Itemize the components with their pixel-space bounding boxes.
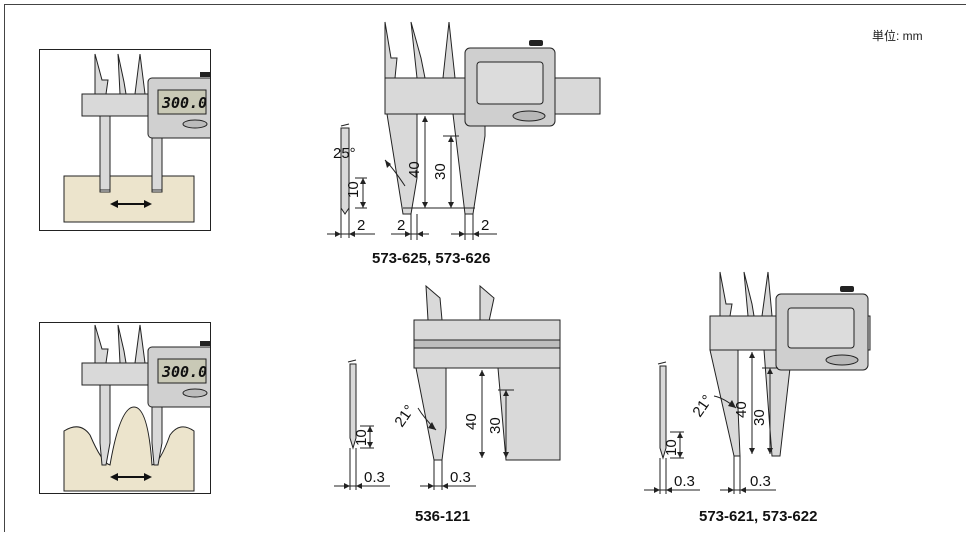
dim-width-1: 0.3 <box>364 469 385 486</box>
dim-width-2: 0.3 <box>750 473 771 490</box>
unit-label: 単位: mm <box>872 29 923 43</box>
model-a-dimension-drawing: 10 2 25° 40 30 2 2 <box>327 21 601 240</box>
dim-depth-40: 40 <box>733 401 750 418</box>
dim-depth: 10 <box>345 181 362 198</box>
dim-angle: 21° <box>689 392 716 420</box>
dim-width-2: 2 <box>397 217 405 234</box>
caliper-flat-drawing: 300.0 <box>63 53 210 223</box>
model-b-caption: 536-121 <box>415 508 471 525</box>
dim-angle: 25° <box>333 145 356 162</box>
lcd-reading: 300.0 <box>161 94 207 112</box>
caliper-groove-drawing: 300.0 <box>63 324 210 492</box>
model-c-dimension-drawing: 10 0.3 21° 40 30 0.3 <box>644 271 871 494</box>
dim-width-1: 2 <box>357 217 365 234</box>
dim-width-1: 0.3 <box>674 473 695 490</box>
dim-width-2: 0.3 <box>450 469 471 486</box>
dim-depth: 10 <box>353 429 370 446</box>
dim-width-3: 2 <box>481 217 489 234</box>
dim-depth-40: 40 <box>406 161 423 178</box>
dim-angle: 21° <box>391 402 418 430</box>
model-c-caption: 573-621, 573-622 <box>699 508 818 525</box>
dim-depth-30: 30 <box>432 163 449 180</box>
usage-illustration-flat: 300.0 <box>39 49 211 231</box>
dim-depth-30: 30 <box>751 409 768 426</box>
dim-depth: 10 <box>663 439 680 456</box>
model-a-caption: 573-625, 573-626 <box>372 250 491 267</box>
usage-illustration-groove: 300.0 <box>39 322 211 494</box>
figure-frame <box>4 4 966 532</box>
model-b-dimension-drawing: 10 0.3 21° 40 30 0.3 <box>334 284 561 490</box>
dim-depth-30: 30 <box>487 417 504 434</box>
dim-depth-40: 40 <box>463 413 480 430</box>
lcd-reading: 300.0 <box>161 363 207 381</box>
